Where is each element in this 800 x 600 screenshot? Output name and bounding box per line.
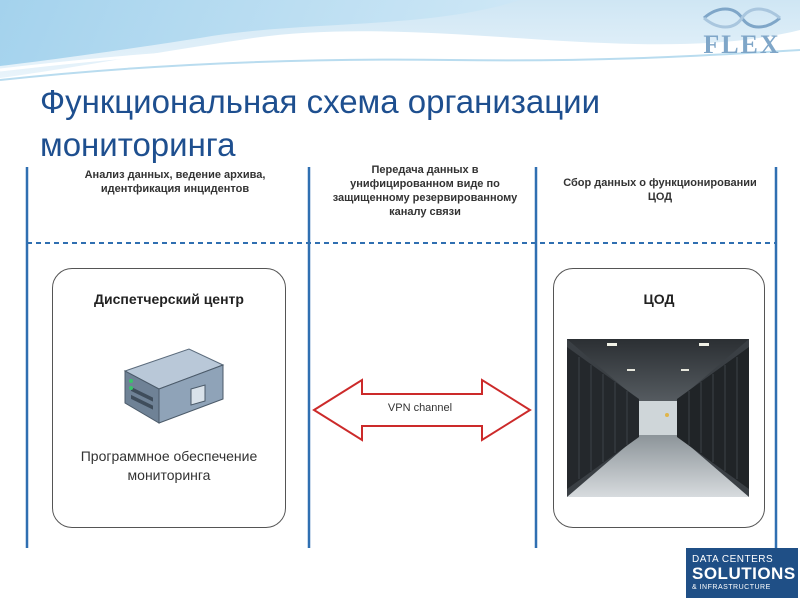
logo-text: FLEX — [703, 30, 781, 59]
vpn-label: VPN channel — [387, 402, 453, 414]
vpn-arrow — [312, 378, 532, 442]
company-badge: DATA CENTERS SOLUTIONS & INFRASTRUCTURE — [686, 548, 798, 598]
panel-dispatch-center: Диспетчерский центр Программное обеспече… — [52, 268, 286, 528]
panel-datacenter-title: ЦОД — [643, 291, 675, 307]
badge-line-1: DATA CENTERS — [692, 554, 774, 565]
server-icon — [123, 348, 225, 424]
software-caption: Программное обеспечение мониторинга — [80, 448, 258, 483]
badge-line-3: & INFRASTRUCTURE — [692, 584, 771, 591]
logo-swirl-icon — [703, 7, 781, 29]
flex-logo: FLEX — [692, 2, 792, 62]
header-wave — [0, 0, 800, 100]
panel-dispatch-title: Диспетчерский центр — [94, 291, 244, 307]
column-label-right: Сбор данных о функционировании ЦОД — [563, 177, 757, 203]
column-label-middle: Передача данных в унифицированном виде п… — [332, 164, 518, 218]
slide-title: Функциональная схема организации монитор… — [40, 83, 601, 163]
badge-line-2: SOLUTIONS — [692, 564, 796, 583]
datacenter-photo — [567, 339, 749, 497]
column-label-left: Анализ данных, ведение архива, идентфика… — [84, 169, 266, 195]
panel-datacenter: ЦОД — [553, 268, 765, 528]
